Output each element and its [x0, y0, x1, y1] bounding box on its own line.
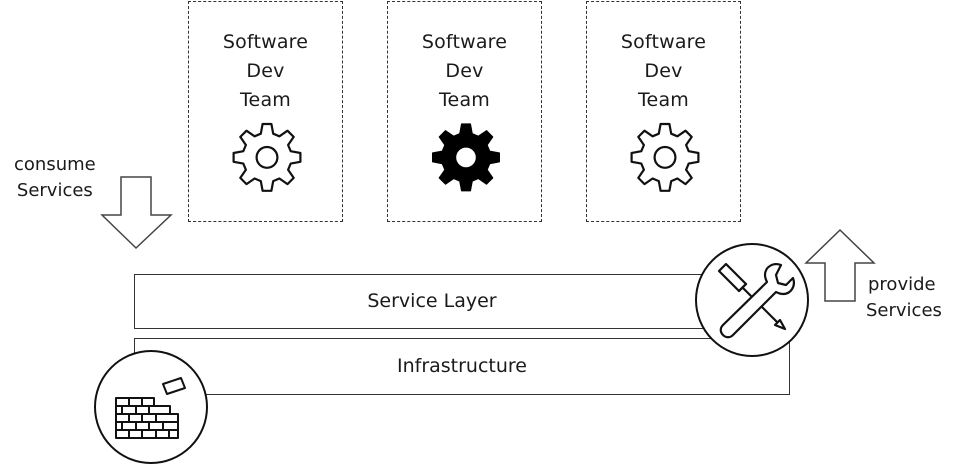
team-box-1: Software Dev Team [188, 1, 343, 222]
infrastructure-layer: Infrastructure [134, 338, 790, 395]
team-label: Software Dev Team [388, 28, 541, 115]
arrow-down-icon [100, 176, 173, 250]
team-label-line: Dev [246, 60, 285, 82]
team-box-2: Software Dev Team [387, 1, 542, 222]
service-layer: Service Layer [134, 274, 730, 329]
team-label-line: Dev [445, 60, 484, 82]
infrastructure-layer-label: Infrastructure [396, 355, 527, 377]
gear-icon [231, 122, 303, 194]
provide-label-line: Services [866, 300, 942, 321]
team-label-line: Team [438, 89, 491, 111]
wrench-screwdriver-icon [695, 243, 809, 357]
provide-services-label: provide Services [866, 272, 942, 324]
gear-icon [430, 122, 502, 194]
team-label-line: Team [637, 89, 690, 111]
team-label-line: Team [239, 89, 292, 111]
consume-services-label: consume Services [14, 152, 96, 204]
team-label-line: Software [222, 31, 309, 53]
gear-icon [629, 122, 701, 194]
team-label: Software Dev Team [587, 28, 740, 115]
consume-label-line: Services [16, 180, 93, 201]
team-label: Software Dev Team [189, 28, 342, 115]
service-layer-label: Service Layer [367, 290, 497, 312]
provide-label-line: provide [868, 274, 936, 295]
team-label-line: Dev [644, 60, 683, 82]
brick-wall-icon [94, 350, 208, 464]
consume-label-line: consume [14, 154, 96, 175]
team-label-line: Software [421, 31, 508, 53]
arrow-up-icon [804, 228, 876, 302]
team-box-3: Software Dev Team [586, 1, 741, 222]
team-label-line: Software [620, 31, 707, 53]
